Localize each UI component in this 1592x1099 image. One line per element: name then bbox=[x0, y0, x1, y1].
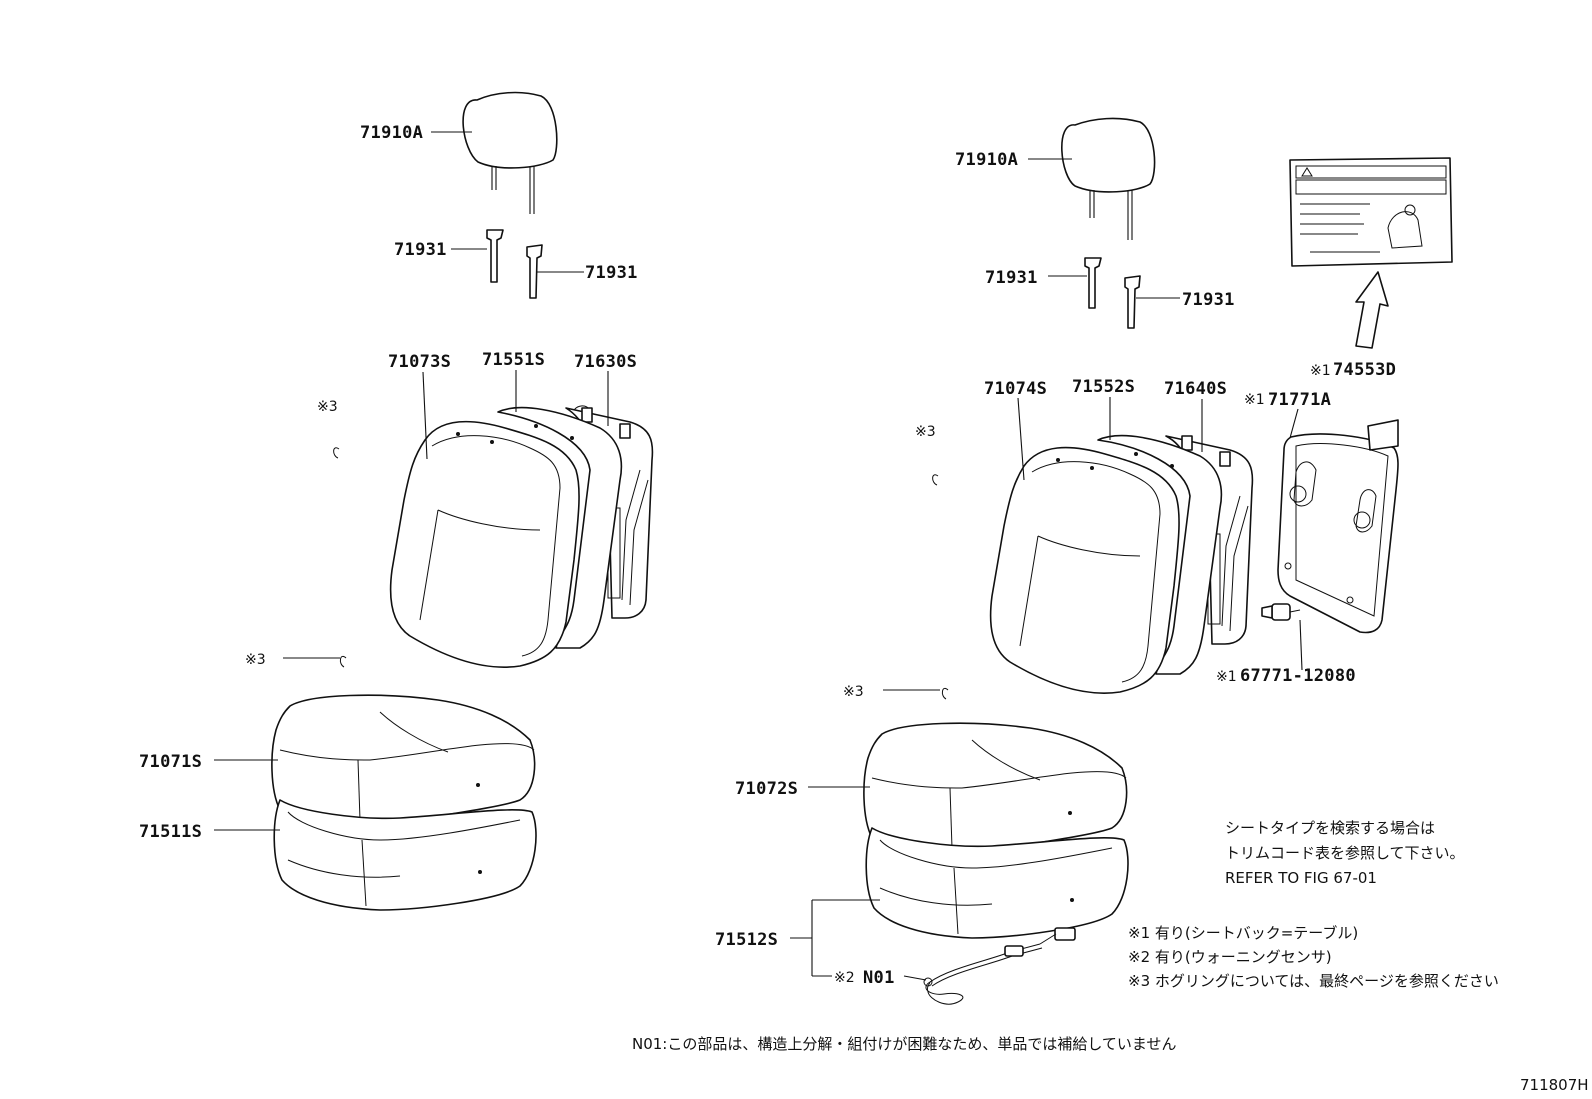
left-back-pad-drawing bbox=[497, 406, 623, 649]
left-cushion-cover-drawing bbox=[271, 694, 536, 829]
arrow-up-icon bbox=[1355, 271, 1389, 349]
right-hog-ring-icon-2 bbox=[941, 687, 949, 700]
figure-code: 711807H bbox=[1520, 1076, 1589, 1094]
label-plate-label: 74553D bbox=[1333, 360, 1396, 380]
right-headrest-drawing bbox=[1061, 117, 1156, 240]
right-back-frame-label: 71640S bbox=[1164, 379, 1227, 399]
right-ring-mark-2: ※3 bbox=[843, 684, 864, 700]
right-cushion-cover-label: 71072S bbox=[735, 779, 798, 799]
search-note-line2: トリムコード表を参照して下さい。 bbox=[1225, 844, 1465, 862]
right-cushion-pad-drawing bbox=[865, 827, 1129, 939]
left-back-cover-drawing bbox=[389, 420, 580, 668]
left-guide-label-b: 71931 bbox=[585, 263, 638, 283]
left-cushion-pad-label: 71511S bbox=[139, 822, 202, 842]
right-clip-drawing bbox=[1261, 603, 1301, 621]
clip-prefix: ※1 bbox=[1216, 669, 1237, 685]
left-ring-mark-1: ※3 bbox=[317, 399, 338, 415]
right-guide-label-a: 71931 bbox=[985, 268, 1038, 288]
warning-label-drawing bbox=[1289, 157, 1453, 267]
left-cushion-cover-label: 71071S bbox=[139, 752, 202, 772]
left-back-pad-label: 71551S bbox=[482, 350, 545, 370]
right-guide-drawing bbox=[1084, 257, 1141, 329]
left-hog-ring-icon bbox=[333, 447, 340, 459]
search-note-line1: シートタイプを検索する場合は bbox=[1225, 819, 1435, 837]
left-headrest-drawing bbox=[462, 91, 558, 214]
right-headrest-label: 71910A bbox=[955, 150, 1018, 170]
warning-sensor-drawing bbox=[923, 927, 1076, 1005]
right-back-cover-drawing bbox=[989, 446, 1180, 694]
left-guide-label-a: 71931 bbox=[394, 240, 447, 260]
right-back-cover-label: 71074S bbox=[984, 379, 1047, 399]
right-back-pad-drawing bbox=[1097, 434, 1223, 675]
footnote-2: ※2 有り(ウォーニングセンサ) bbox=[1128, 948, 1332, 966]
left-headrest-label: 71910A bbox=[360, 123, 423, 143]
right-back-pad-label: 71552S bbox=[1072, 377, 1135, 397]
footnote-1: ※1 有り(シートバック=テーブル) bbox=[1128, 924, 1358, 942]
right-hog-ring-icon bbox=[932, 474, 939, 486]
left-guide-drawing bbox=[486, 229, 543, 299]
sensor-prefix: ※2 bbox=[834, 970, 855, 986]
left-hog-ring-icon-2 bbox=[339, 655, 347, 668]
left-seat-assembly bbox=[214, 91, 654, 911]
left-back-cover-label: 71073S bbox=[388, 352, 451, 372]
left-back-frame-label: 71630S bbox=[574, 352, 637, 372]
left-cushion-pad-drawing bbox=[273, 799, 537, 911]
left-ring-mark-2: ※3 bbox=[245, 652, 266, 668]
right-cushion-pad-label: 71512S bbox=[715, 930, 778, 950]
sensor-label: N01 bbox=[863, 968, 895, 988]
right-ring-mark-1: ※3 bbox=[915, 424, 936, 440]
board-prefix: ※1 bbox=[1244, 392, 1265, 408]
right-label-plate-drawing bbox=[1367, 419, 1399, 451]
footnote-3: ※3 ホグリングについては、最終ページを参照ください bbox=[1128, 972, 1499, 990]
right-guide-label-b: 71931 bbox=[1182, 290, 1235, 310]
refer-note: REFER TO FIG 67-01 bbox=[1225, 869, 1377, 887]
board-label: 71771A bbox=[1268, 390, 1331, 410]
right-seat-assembly bbox=[790, 117, 1453, 1005]
right-table-board-drawing bbox=[1277, 433, 1399, 634]
label-plate-prefix: ※1 bbox=[1310, 363, 1331, 379]
footer-note: N01:この部品は、構造上分解・組付けが困難なため、単品では補給していません bbox=[632, 1035, 1176, 1053]
right-cushion-cover-drawing bbox=[863, 722, 1128, 857]
clip-label: 67771-12080 bbox=[1240, 666, 1356, 686]
